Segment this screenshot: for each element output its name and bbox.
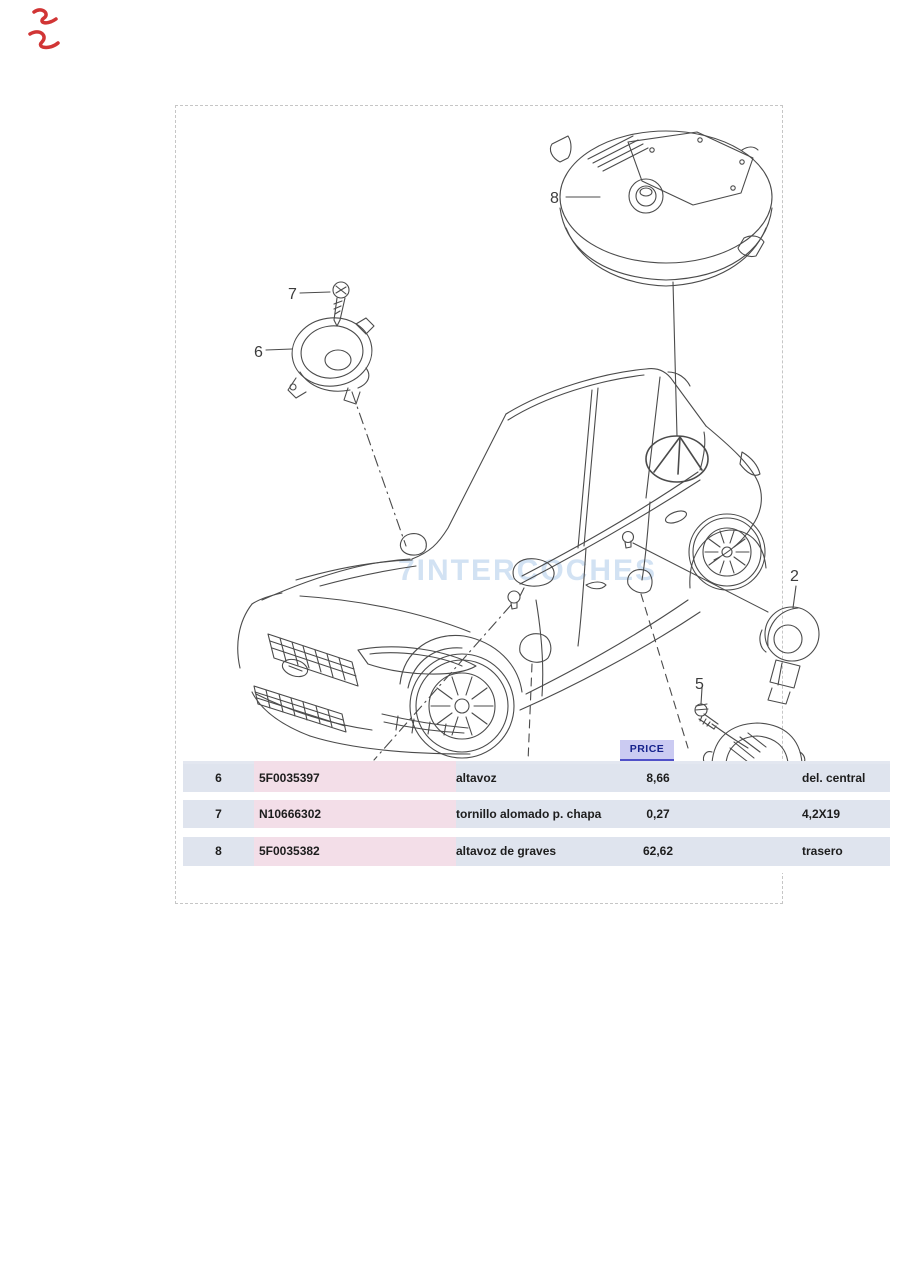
table-top-strip bbox=[183, 761, 254, 764]
small-screw-drawing bbox=[694, 687, 719, 730]
part-number-cell[interactable]: 5F0035382 bbox=[254, 837, 456, 866]
subwoofer-part-drawing bbox=[549, 130, 773, 287]
note-cell: del. central bbox=[802, 771, 866, 785]
front-wheel bbox=[409, 653, 515, 759]
description-cell: altavoz de graves bbox=[456, 844, 557, 858]
item-ref-cell: 8 bbox=[215, 844, 222, 858]
description-cell: altavoz bbox=[456, 771, 497, 785]
table-row[interactable]: 7 N10666302 tornillo alomado p. chapa 0,… bbox=[183, 800, 890, 828]
rear-wheel bbox=[688, 513, 766, 591]
table-row[interactable]: 6 5F0035397 altavoz 8,66 del. central bbox=[183, 764, 890, 792]
leader-lines bbox=[351, 281, 769, 763]
table-row[interactable]: 8 5F0035382 altavoz de graves 62,62 tras… bbox=[183, 837, 890, 866]
rear-shelf-speaker-marker bbox=[645, 435, 709, 483]
price-cell: 0,27 bbox=[646, 807, 670, 821]
table-top-strip bbox=[456, 761, 890, 764]
note-cell: trasero bbox=[802, 844, 843, 858]
callout-6[interactable]: 6 bbox=[254, 344, 263, 361]
price-column-header: PRICE bbox=[620, 740, 674, 761]
car-line-drawing bbox=[237, 368, 767, 755]
price-cell: 62,62 bbox=[642, 844, 674, 858]
part-number-cell[interactable]: 5F0035397 bbox=[254, 764, 456, 792]
part-number-cell[interactable]: N10666302 bbox=[254, 800, 456, 828]
callout-8[interactable]: 8 bbox=[550, 190, 559, 207]
item-ref-cell: 6 bbox=[215, 771, 222, 785]
door-speaker-part-drawing bbox=[265, 317, 375, 405]
tweeter-part-drawing bbox=[759, 585, 820, 705]
callout-2[interactable]: 2 bbox=[790, 568, 799, 585]
description-cell: tornillo alomado p. chapa bbox=[456, 807, 602, 821]
callout-5[interactable]: 5 bbox=[695, 676, 704, 693]
red-pen-scribble bbox=[28, 8, 60, 50]
diagram-border-box bbox=[175, 105, 783, 904]
partial-speaker-drawing bbox=[702, 722, 806, 767]
sheet-metal-screw-drawing bbox=[299, 281, 350, 327]
item-ref-cell: 7 bbox=[215, 807, 222, 821]
price-cell: 8,66 bbox=[646, 771, 670, 785]
callout-7[interactable]: 7 bbox=[288, 286, 297, 303]
table-top-strip bbox=[254, 761, 456, 764]
note-cell: 4,2X19 bbox=[802, 807, 841, 821]
speaker-location-markers bbox=[399, 435, 709, 663]
